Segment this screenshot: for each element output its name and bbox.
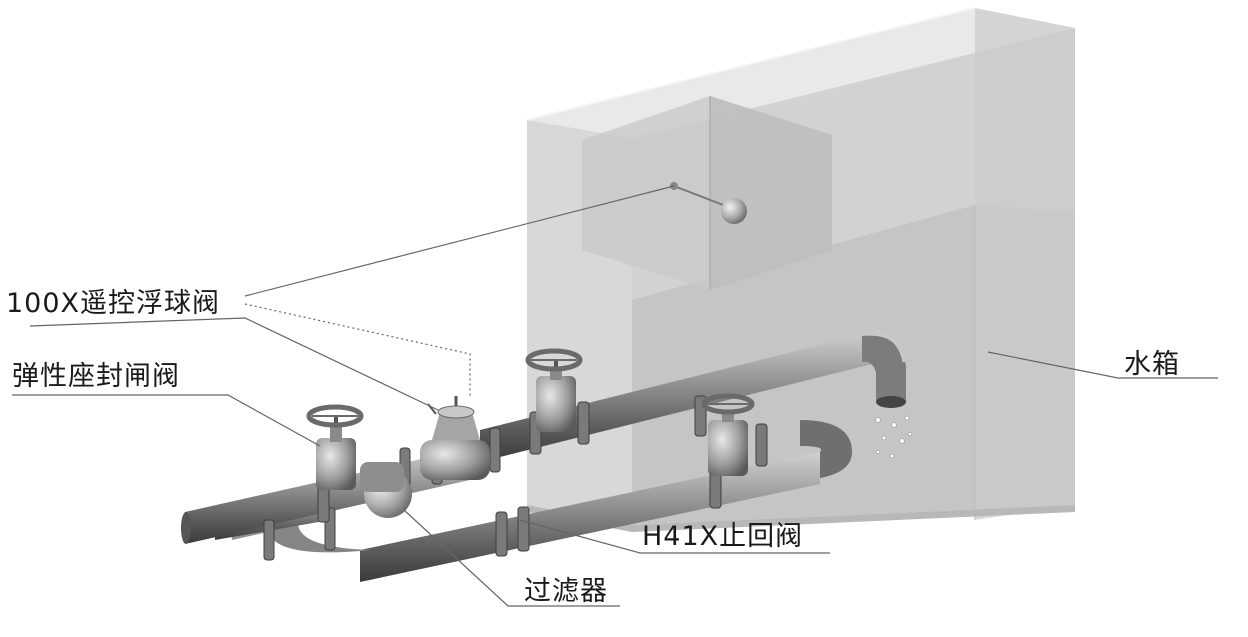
water-tank (526, 7, 1075, 532)
float-valve-body (420, 396, 490, 480)
handwheel (525, 348, 583, 372)
leader-tank (987, 351, 1218, 379)
leader-filter (403, 509, 620, 607)
float-ball (721, 198, 747, 224)
handwheel (701, 393, 755, 415)
gate-valve-upper (525, 348, 583, 432)
leader-lines (12, 185, 1218, 607)
water-spray (875, 415, 913, 459)
label-float-valve: 100X遥控浮球阀 (6, 288, 221, 319)
handwheel (306, 404, 364, 428)
leader-float-to-ball (244, 185, 675, 297)
label-filter: 过滤器 (524, 576, 608, 607)
flanges (263, 395, 768, 561)
filter (360, 462, 412, 518)
leader-float-to-valve-dotted (244, 303, 471, 398)
label-check-valve: H41X止回阀 (642, 521, 804, 552)
tank-top-face (527, 8, 1075, 138)
gate-valve-bypass (701, 393, 755, 476)
tank-bottom-shade (527, 505, 1075, 532)
leader-float-to-valve (29, 317, 439, 411)
gate-valve-left (306, 404, 364, 490)
tank-side-strip (975, 8, 1075, 520)
label-gate-valve: 弹性座封闸阀 (12, 361, 180, 392)
label-water-tank: 水箱 (1124, 349, 1180, 380)
leader-check (519, 519, 830, 554)
leader-gate (12, 394, 321, 447)
